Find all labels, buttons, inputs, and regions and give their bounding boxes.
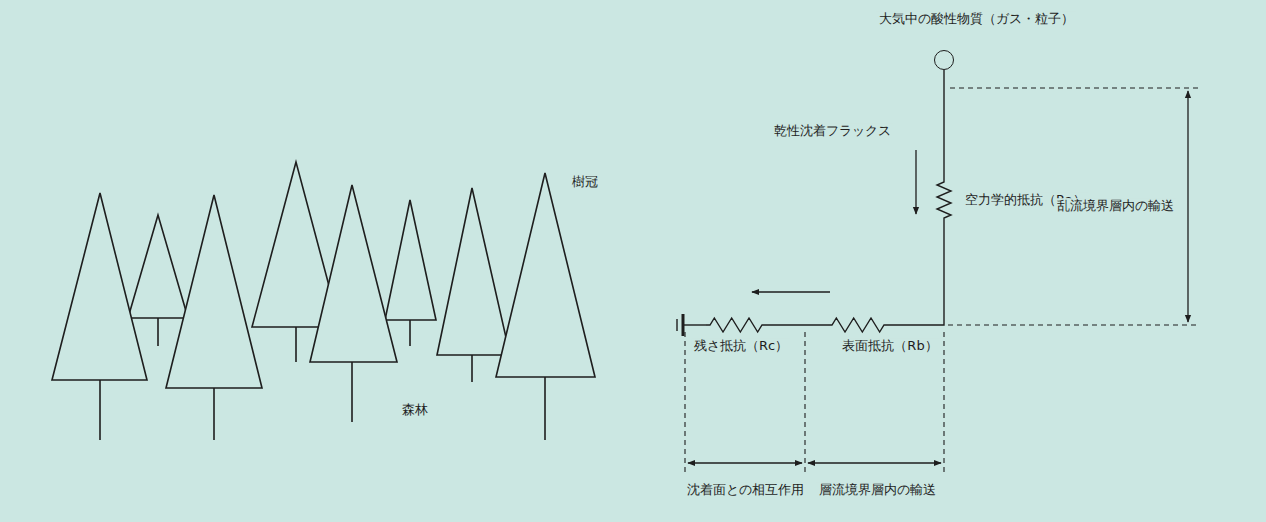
- resistor-zigzag: [706, 317, 766, 333]
- dashed-guide: [950, 87, 1200, 88]
- resistor-zigzag: [937, 178, 951, 222]
- tree-crown: [128, 215, 188, 318]
- flux-arrow: [915, 150, 916, 214]
- dashed-guides: [685, 88, 1200, 472]
- dashed-guide: [943, 332, 944, 472]
- tree-trunk: [99, 380, 101, 440]
- resistor-zigzag: [828, 318, 888, 332]
- flux-arrow: [752, 291, 830, 292]
- dimension-arrow: [688, 462, 802, 463]
- wire: [943, 70, 944, 178]
- node-label: 大気中の酸性物質（ガス・粒子）: [877, 11, 1076, 27]
- part-label: 森林: [400, 402, 430, 418]
- region-label: 沈着面との相互作用: [685, 482, 806, 498]
- ground-symbol: [677, 314, 706, 336]
- resistor-zigzag: [936, 178, 952, 222]
- tree-trunk: [351, 362, 353, 422]
- node-label: 表面抵抗（Rb）: [840, 338, 939, 354]
- wire: [766, 324, 828, 325]
- tree-trunk: [471, 355, 473, 382]
- tree-crown: [52, 193, 147, 380]
- tree-crown: [166, 195, 262, 388]
- tree-crown: [496, 173, 595, 377]
- flux-label: 乾性沈着フラックス: [772, 123, 893, 139]
- part-label: 樹冠: [570, 174, 600, 190]
- tree-crown: [385, 200, 436, 320]
- dimension-arrow: [808, 462, 941, 463]
- tree-trunk: [295, 327, 297, 362]
- tree-trunk: [544, 377, 546, 440]
- node-label: 残さ抵抗（Rc）: [692, 338, 790, 354]
- dashed-guide: [684, 332, 685, 472]
- region-label: 層流境界層内の輸送: [817, 482, 938, 498]
- region-label: 乱流境界層内の輸送: [1055, 198, 1176, 214]
- resistor-zigzag: [706, 318, 766, 332]
- dashed-guide: [804, 332, 805, 472]
- dashed-guide: [948, 324, 1200, 325]
- wire: [683, 324, 706, 325]
- tree-trunk: [409, 320, 411, 346]
- ground-plate: [682, 314, 685, 336]
- tree-trunk: [157, 318, 159, 346]
- source-circle: 大気中の酸性物質（ガス・粒子）: [934, 50, 954, 70]
- tree-crown: [310, 185, 397, 362]
- resistor-symbol: 残さ抵抗（Rc）: [706, 317, 766, 333]
- dimension-arrow: [1187, 91, 1188, 322]
- tree-trunk: [213, 388, 215, 440]
- tree-crown: [437, 188, 510, 355]
- wire: [888, 222, 944, 325]
- resistor-symbol: 空力学的抵抗（Ra）: [936, 178, 952, 222]
- resistor-symbol: 表面抵抗（Rb）: [828, 317, 888, 333]
- arrows: [688, 91, 1188, 463]
- resistor-zigzag: [828, 317, 888, 333]
- forest: [52, 162, 595, 440]
- ground-plate: [676, 319, 677, 331]
